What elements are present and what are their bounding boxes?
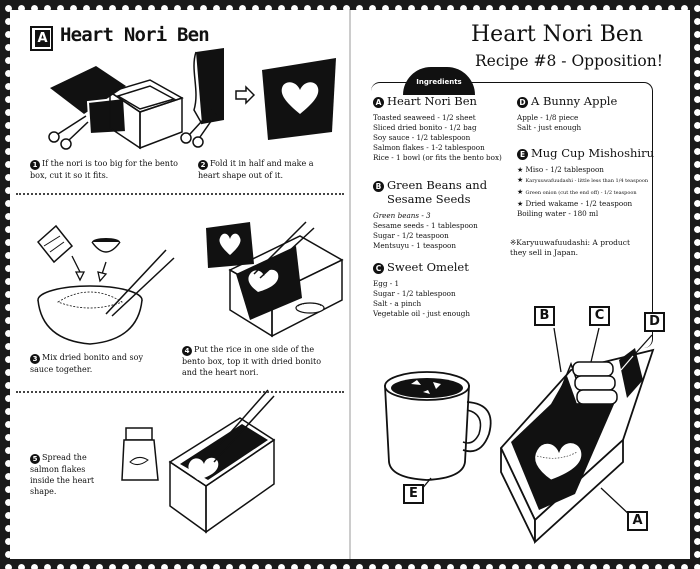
bonito-dish-icon <box>295 302 325 314</box>
chopsticks-icon-2 <box>253 221 315 279</box>
bento-box-icon <box>108 79 184 150</box>
left-page: A Heart Nori Ben <box>10 10 349 559</box>
callout-c: C <box>589 306 610 326</box>
ingredients-tab: Ingredients <box>403 67 475 95</box>
heart-icon <box>281 82 319 114</box>
soup-mug-icon <box>384 371 492 481</box>
arrow-right-icon <box>235 85 256 105</box>
bento-lunch-icon <box>499 348 655 545</box>
callout-a: A <box>627 511 648 531</box>
section-d-items: Apple - 1/8 piece Salt - just enough <box>517 113 582 132</box>
salmon-jar-icon <box>121 427 159 481</box>
callout-e: E <box>403 484 424 504</box>
ingredients-box <box>371 82 653 348</box>
right-page: Heart Nori Ben Recipe #8 - Opposition! I… <box>351 10 690 559</box>
divider-1 <box>16 193 344 195</box>
section-e-items: Miso - 1/2 tablespoon Karyuuwafuudashi -… <box>517 165 654 219</box>
section-badge: A <box>30 26 53 51</box>
soy-sauce-bowl-icon <box>91 238 121 253</box>
scissors-icon <box>48 115 89 150</box>
folded-nori-icon <box>180 48 224 148</box>
bento-salmon-box-icon <box>168 417 276 534</box>
section-c-items: Egg - 1 Sugar - 1/2 tablespoon Salt - a … <box>373 279 470 318</box>
divider-2 <box>16 391 344 393</box>
heart-nori-small-icon <box>206 222 254 268</box>
left-illustrations <box>36 48 344 534</box>
section-b-items: Green beans - 3 Sesame seeds - 1 tablesp… <box>373 211 478 250</box>
callout-b: B <box>534 306 555 326</box>
nori-sheet-icon <box>50 66 128 136</box>
karyuuwafuudashi-note: ※Karyuuwafuudashi: A product they sell i… <box>510 238 630 257</box>
section-a-items: Toasted seaweed - 1/2 sheet Sliced dried… <box>373 113 502 162</box>
bonito-bag-icon <box>36 224 74 264</box>
drop-arrows-icon <box>71 255 108 283</box>
heart-rice-icon <box>534 442 583 481</box>
page-gutter <box>349 10 351 559</box>
heart-nori-icon <box>262 58 336 140</box>
recipe-subtitle: Recipe #8 - Opposition! <box>475 52 663 70</box>
left-page-title: Heart Nori Ben <box>60 24 210 46</box>
right-illustrations <box>384 327 655 545</box>
chopsticks-icon <box>105 249 175 317</box>
bento-rice-box-icon <box>228 235 344 338</box>
recipe-title: Heart Nori Ben <box>471 22 644 47</box>
chopsticks-icon-3 <box>207 389 275 463</box>
callout-d: D <box>644 312 665 332</box>
mixing-bowl-icon <box>37 285 143 345</box>
